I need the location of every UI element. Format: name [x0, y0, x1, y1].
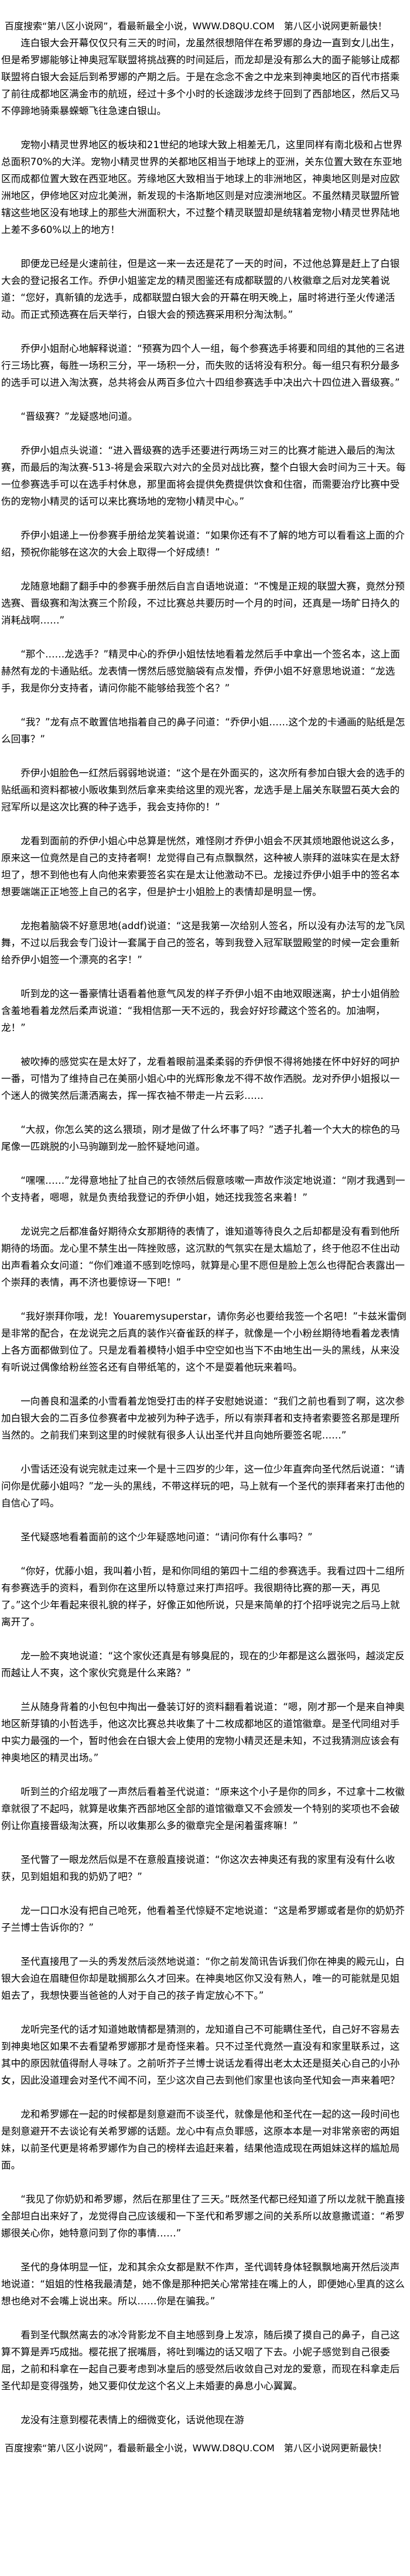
story-paragraph: 听到龙的这一番豪情壮语看着他意气风发的样子乔伊小姐不由地双眼迷离，护士小姐俏脸含… — [1, 988, 400, 1033]
story-paragraph: 龙说完之后都准备好期待众女那期待的表情了，谁知道等待良久之后却都是没有看到他所期… — [1, 1226, 405, 1288]
story-paragraph: “嘿嘿……”龙得意地扯了扯自己的衣领然后假意咳嗽一声故作淡定地说道：“刚才我遇到… — [1, 1175, 405, 1203]
story-paragraph: 连白银大会开幕仅仅只有三天的时间，龙虽然很想陪伴在希罗娜的身边一直到女儿出生，但… — [1, 37, 400, 117]
story-paragraph: “你好，优藤小姐，我叫着小哲，是和你同组的第四十二组的参赛选手。我看过四十二组所… — [1, 1566, 405, 1628]
story-paragraph: “我见了你奶奶和希罗娜，然后在那里住了三天。”既然圣代都已经知道了所以龙就干脆直… — [1, 2194, 405, 2239]
story-paragraph: “那个……龙选手？”精灵中心的乔伊小姐怯怯地看着龙然后手中拿出一个签名本，这上面… — [1, 649, 400, 694]
story-paragraph: 龙看到面前的乔伊小姐心中总算是恍然，难怪刚才乔伊小姐会不厌其烦地跟他说这么多，原… — [1, 835, 400, 898]
story-paragraph: 龙听完圣代的话才知道她敢情都是猜测的，龙知道自己不可能瞒住圣代，自己好不容易去到… — [1, 2024, 400, 2086]
story-paragraph: “晋级赛？”龙疑惑地问道。 — [20, 411, 138, 422]
story-paragraph: 龙和希罗娜在一起的时候都是刻意避而不谈圣代，就像是他和圣代在一起的这一段时间也是… — [1, 2109, 400, 2171]
chapter-content: 连白银大会开幕仅仅只有三天的时间，龙虽然很想陪伴在希罗娜的身边一直到女儿出生，但… — [0, 35, 409, 2428]
story-paragraph: 看到圣代飘然离去的冰冷背影龙不自主地感到身上发凉，随后摸了摸自己的鼻子，自己这算… — [1, 2330, 400, 2392]
story-paragraph: 龙没有注意到樱花表情上的细微变化，话说他现在游 — [20, 2414, 244, 2426]
story-paragraph: 龙随意地翻了翻手中的参赛手册然后自言自语地说道：“不愧是正规的联盟大赛，竟然分预… — [1, 581, 405, 626]
story-paragraph: 乔伊小姐耐心地解释说道：“预赛为四个人一组，每个参赛选手将要和同组的其他的三名进… — [1, 343, 405, 388]
story-paragraph: “我？”龙有点不敢置信地指着自己的鼻子问道：“乔伊小姐……这个龙的卡通画的贴纸是… — [1, 717, 405, 745]
story-paragraph: 兰从随身背着的小包包中掏出一叠装订好的资料翻看着说道：“嗯，刚才那一个是来自神奥… — [1, 1701, 405, 1763]
story-paragraph: 被吹捧的感觉实在是太好了，龙看着眼前温柔柔弱的乔伊恨不得将她搂在怀中好好的呵护一… — [1, 1056, 400, 1101]
site-banner-bottom: 百度搜索“第八区小说网”，看最新最全小说，WWW.D8QU.COM 第八区小说网… — [5, 2443, 387, 2454]
story-paragraph: 乔伊小姐点头说道：“进入晋级赛的选手还要进行两场三对三的比赛才能进入最后的淘汰赛… — [1, 445, 406, 507]
story-paragraph: 龙一脸不爽地说道：“这个家伙还真是有够臭屁的，现在的少年都是这么嚣张吗，越淡定反… — [1, 1650, 405, 1678]
story-paragraph: 宠物小精灵世界地区的板块和21世纪的地球大致上相差无几，这里同样有南北极和占世界… — [1, 139, 402, 235]
story-paragraph: “大叔，你怎么笑的这么猥琐，刚才是做了什么坏事了吗？”透子扎着一个大大的棕色的马… — [1, 1124, 400, 1152]
story-paragraph: 乔伊小姐脸色一红然后弱弱地说道：“这个是在外面买的，这次所有参加白银大会的选手的… — [1, 768, 405, 813]
story-paragraph: “我好崇拜你哦，龙！Youaremysuperstar，请你务必也要给我签一个名… — [1, 1311, 406, 1373]
story-paragraph: 圣代瞥了一眼龙然后似是不在意般直接说道：“你这次去神奥还有我的家里有没有什么收获… — [1, 1854, 395, 1882]
story-paragraph: 听到兰的介绍龙哦了一声然后看着圣代说道：“原来这个小子是你的同乡，不过拿十二枚徽… — [1, 1786, 405, 1831]
story-paragraph: 龙一口口水没有把自己呛死，他看着圣代惊疑不定地说道：“这是希罗娜或者是你的奶奶芥… — [1, 1905, 405, 1933]
story-paragraph: 圣代直接甩了一头的秀发然后淡然地说道：“你之前发简讯告诉我们你在神奥的殿元山，白… — [1, 1956, 405, 2001]
story-paragraph: 乔伊小姐递上一份参赛手册给龙笑着说道：“如果你还有不了解的地方可以看看这上面的介… — [1, 530, 405, 558]
story-paragraph: 圣代的身体明显一怔，龙和其余众女都是默不作声，圣代调转身体轻飘飘地离开然后淡声地… — [1, 2262, 405, 2307]
story-paragraph: 龙抱着脑袋不好意思地(addf)说道：“这是我第一次给别人签名，所以没有办法写的… — [1, 920, 405, 965]
story-paragraph: 圣代疑惑地看着面前的这个少年疑惑地问道：“请问你有什么事吗？” — [20, 1532, 313, 1543]
site-banner-top: 百度搜索“第八区小说网”，看最新最全小说，WWW.D8QU.COM 第八区小说网… — [5, 20, 387, 32]
story-paragraph: 即便龙已经是火速前往，但是这一来一去还是花了一天的时间，不过他总算是赶上了白银大… — [1, 258, 400, 320]
story-paragraph: 一向善良和温柔的小雪看着龙饱受打击的样子安慰她说道：“我们之前也看到了啊，这次参… — [1, 1396, 405, 1441]
story-paragraph: 小雪话还没有说完就走过来一个是十三四岁的少年，这一位少年直奔向圣代然后说道：“请… — [1, 1464, 405, 1509]
